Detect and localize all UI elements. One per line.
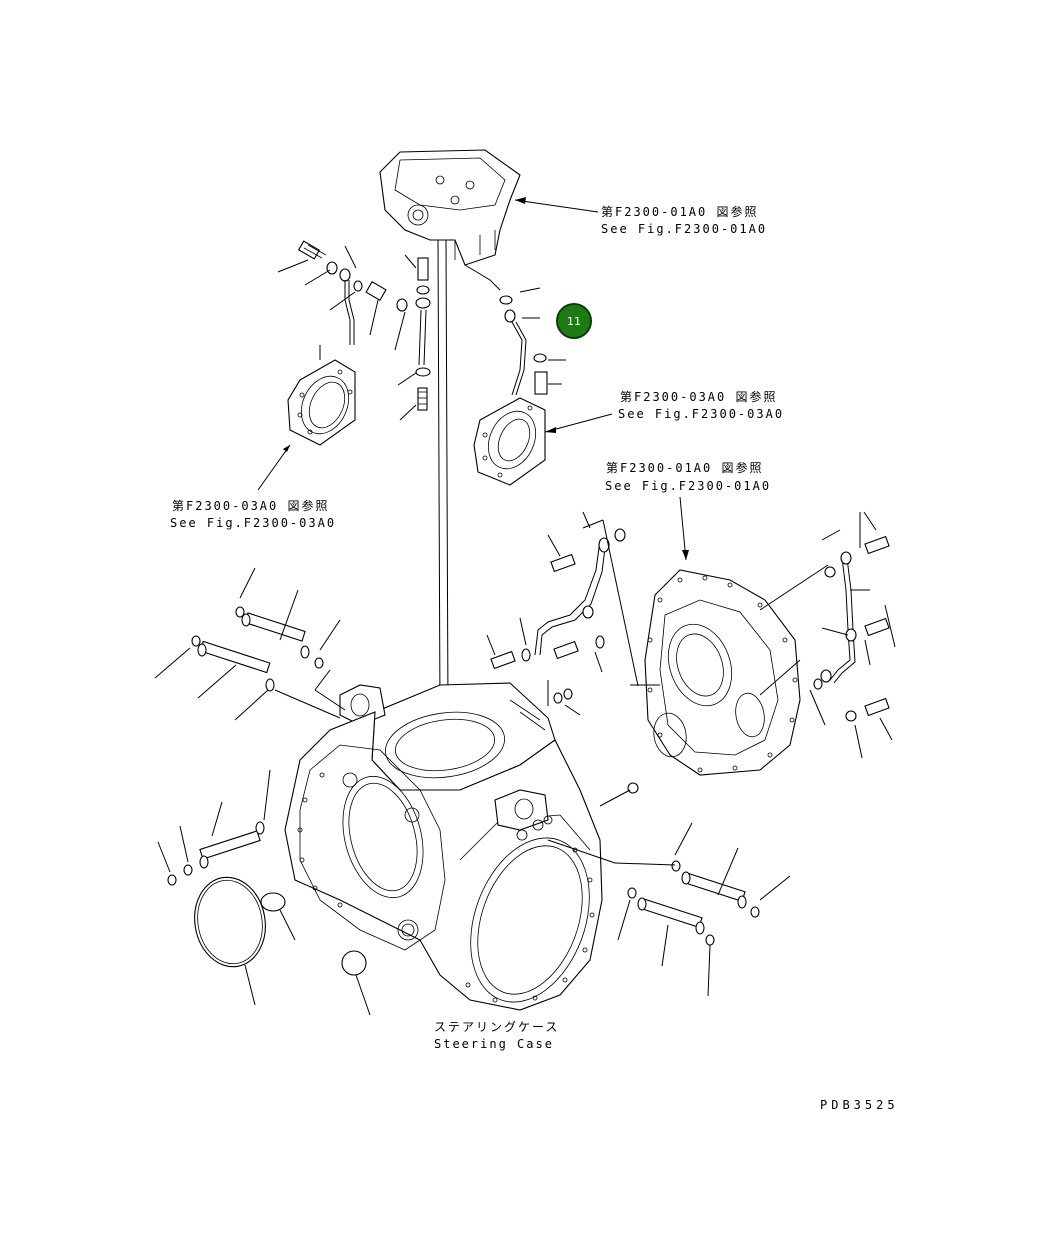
ref-cover-left-en: See Fig.F2300-03A0 <box>170 516 336 530</box>
marker-number: 11 <box>567 315 581 328</box>
o-ring-and-plugs <box>194 876 371 1016</box>
case-label-jp: ステアリングケース <box>434 1020 559 1034</box>
right-dowel-pins <box>547 782 791 997</box>
leader-lines-left <box>277 245 417 421</box>
ref-cover-right-en: See Fig.F2300-03A0 <box>618 407 784 421</box>
ref-housing-right-jp: 第F2300-01A0 図参照 <box>606 460 763 475</box>
left-cover-plate <box>257 345 356 491</box>
right-housing <box>644 496 801 776</box>
steering-case <box>284 682 603 1011</box>
callout-marker-11[interactable]: 11 <box>556 303 592 339</box>
drawing-code: PDB3525 <box>820 1098 899 1112</box>
vertical-pipe <box>437 239 449 713</box>
case-label-en: Steering Case <box>434 1037 554 1051</box>
ref-valve-en: See Fig.F2300-01A0 <box>601 222 767 236</box>
ref-cover-left-jp: 第F2300-03A0 図参照 <box>172 498 329 513</box>
left-dowel-pins <box>154 567 346 886</box>
right-pipe-and-cover <box>464 264 613 486</box>
ref-valve-jp: 第F2300-01A0 図参照 <box>601 204 758 219</box>
control-valve-assembly <box>379 149 521 266</box>
marker-circle[interactable] <box>556 303 592 339</box>
left-fittings <box>297 240 408 345</box>
ref-cover-right-jp: 第F2300-03A0 図参照 <box>620 389 777 404</box>
right-pipe-assembly <box>759 511 896 759</box>
valve-fittings <box>415 257 431 411</box>
middle-pipe-assembly <box>486 511 660 716</box>
ref-housing-right-en: See Fig.F2300-01A0 <box>605 479 771 493</box>
